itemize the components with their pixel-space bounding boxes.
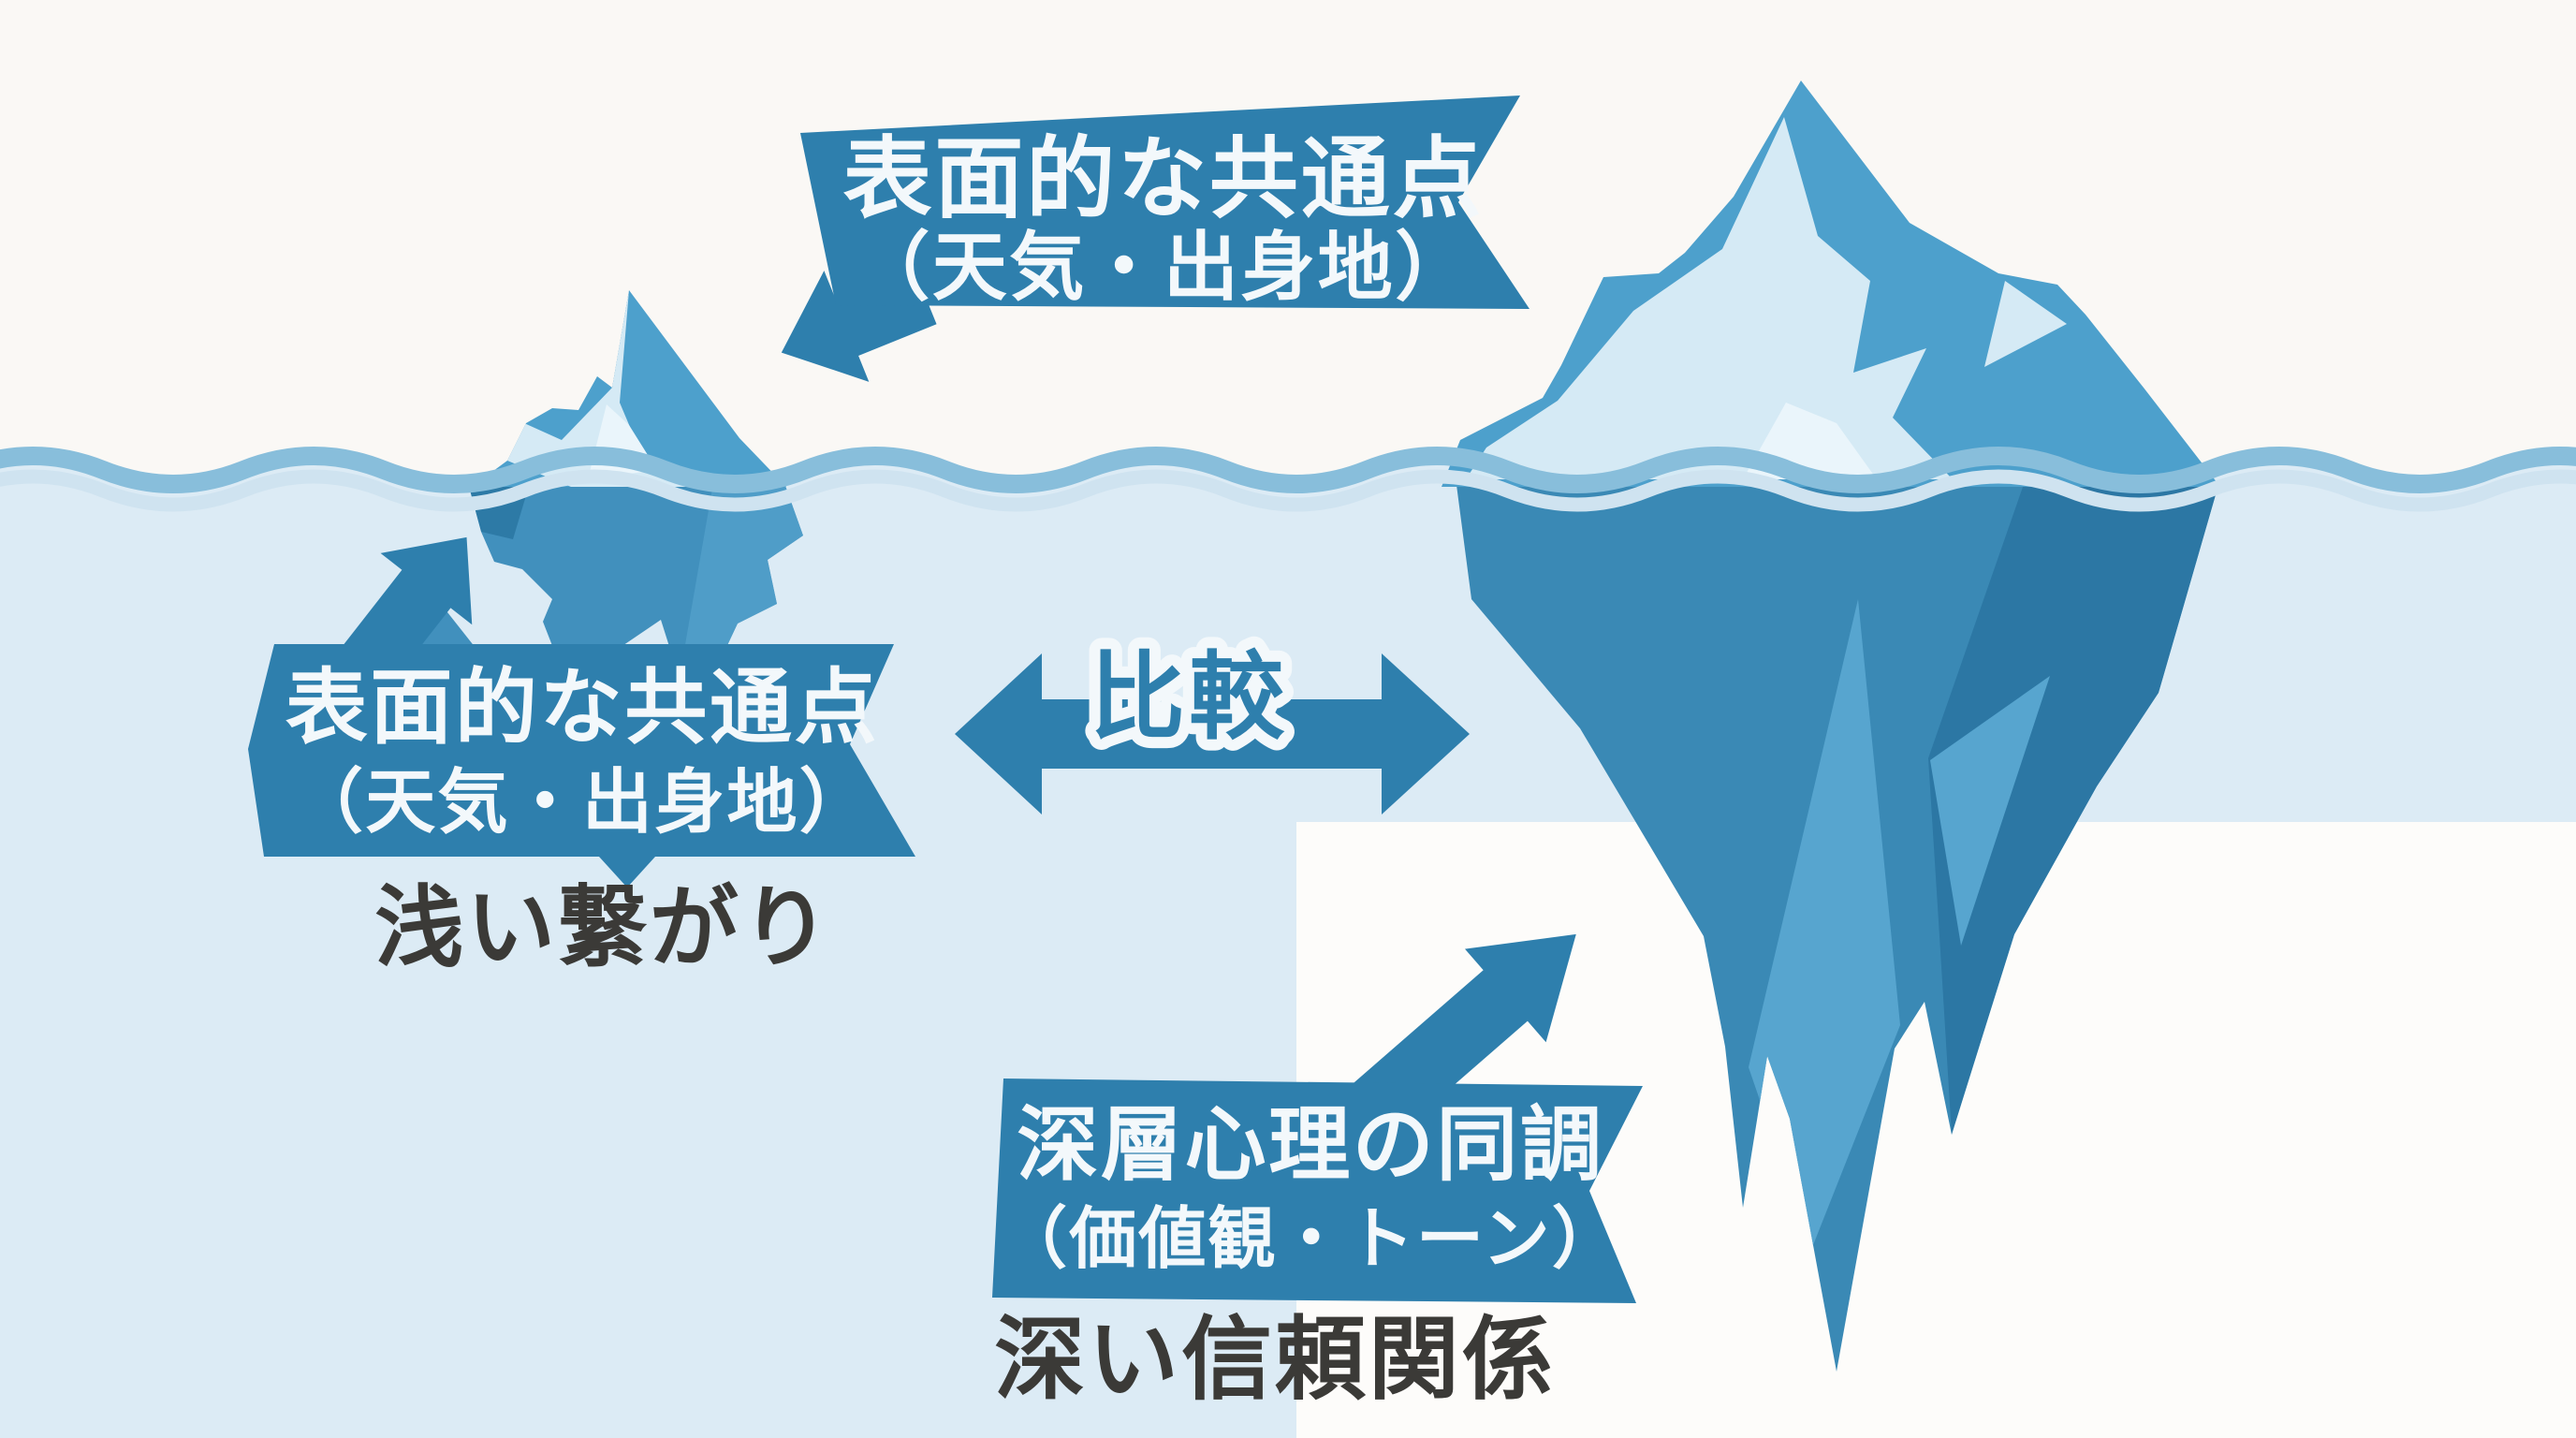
bottom-banner-title: 深層心理の同調 [1017,1099,1604,1191]
top-banner-title: 表面的な共通点 [842,129,1485,229]
large-iceberg-right-facet [1984,281,2067,367]
large-iceberg-underwater [1456,485,2218,1372]
left-banner-subtitle: （天気・出身地） [292,762,872,842]
large-iceberg-highlight-facet [1466,117,1953,479]
large-iceberg-underwater-facet-small [1930,676,2050,946]
compare-label: 比較 [1090,644,1288,751]
bottom-banner-subtitle: （価値観・トーン） [1000,1202,1621,1277]
waterline-wave-dark [0,447,2576,493]
compare-arrow: 比較 [955,633,1470,814]
large-iceberg-underwater-facet-dark [1928,485,2218,1135]
left-banner-ribbon [248,644,915,888]
large-iceberg-tip [1442,81,2220,487]
large-iceberg-underwater-facet-wedge [1749,599,1900,1250]
waterline-wave-light [0,469,2576,512]
top-banner-subtitle: （天気・出身地） [855,226,1472,309]
double-arrow-icon [955,653,1470,814]
small-iceberg-underwater-facet-light [683,483,803,655]
top-banner-ribbon [800,95,1530,309]
shallow-connection-label: 浅い繋がり [374,878,833,978]
deep-trust-label: 深い信頼関係 [994,1308,1556,1411]
bottom-banner-ribbon [992,1078,1643,1303]
left-banner-title: 表面的な共通点 [285,661,880,754]
